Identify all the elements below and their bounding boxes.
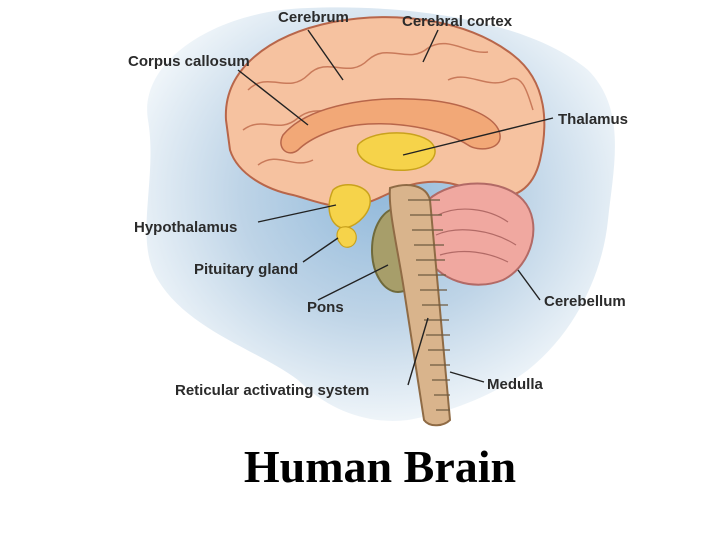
pituitary-shape <box>336 226 357 248</box>
label-pons: Pons <box>307 299 344 316</box>
brain-illustration <box>146 7 615 427</box>
label-cerebellum: Cerebellum <box>544 293 626 310</box>
label-cerebrum: Cerebrum <box>278 9 349 26</box>
label-hypothalamus: Hypothalamus <box>134 219 238 236</box>
label-corpus-callosum: Corpus callosum <box>128 53 250 70</box>
thalamus-shape <box>356 132 436 171</box>
label-pituitary-gland: Pituitary gland <box>194 261 299 278</box>
label-medulla: Medulla <box>487 376 543 393</box>
label-reticular-activating-system: Reticular activating system <box>175 382 370 399</box>
label-thalamus: Thalamus <box>558 111 629 128</box>
brain-diagram: Cerebrum Cerebral cortex Corpus callosum… <box>108 0 645 432</box>
corpus-callosum-shape <box>280 98 501 154</box>
slide-caption: Human Brain <box>243 441 517 492</box>
hypothalamus-shape <box>328 183 371 229</box>
label-cerebral-cortex: Cerebral cortex <box>402 13 513 30</box>
leader-lines <box>237 29 554 386</box>
